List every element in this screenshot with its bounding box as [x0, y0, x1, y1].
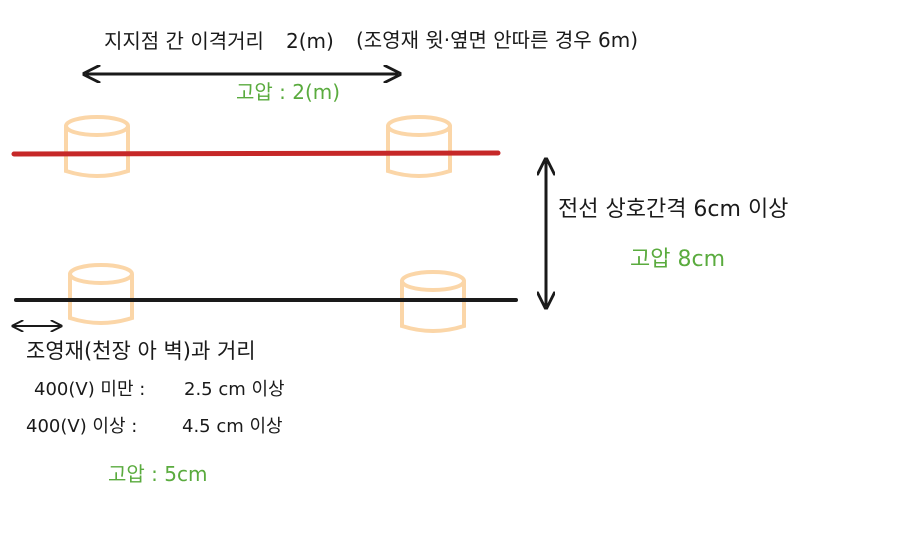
support-spacing-value: 2(m): [286, 29, 334, 53]
support-spacing-high-voltage: 고압 : 2(m): [236, 80, 341, 104]
insulator-top-right: [386, 115, 452, 178]
structure-distance-row-1-value: 2.5 cm 이상: [184, 379, 285, 400]
support-spacing-label: 지지점 간 이격거리: [104, 29, 264, 53]
wire-spacing-label: 전선 상호간격 6cm 이상: [558, 197, 789, 222]
structure-distance-row-1-condition: 400(V) 미만 :: [34, 379, 146, 400]
structure-distance-high-voltage: 고압 : 5cm: [108, 462, 208, 486]
structure-distance-title: 조영재(천장 아 벽)과 거리: [26, 339, 256, 363]
wire-top: [11, 150, 501, 157]
structure-distance-row-2-value: 4.5 cm 이상: [182, 416, 283, 437]
structure-distance-row-2-condition: 400(V) 이상 :: [26, 416, 138, 437]
insulator-bottom-right: [400, 270, 466, 333]
insulator-bottom-left: [68, 263, 134, 325]
wire-spacing-high-voltage: 고압 8cm: [630, 247, 725, 272]
insulator-top-left: [64, 115, 130, 178]
support-spacing-note: (조영재 윗·옆면 안따른 경우 6m): [356, 28, 638, 52]
